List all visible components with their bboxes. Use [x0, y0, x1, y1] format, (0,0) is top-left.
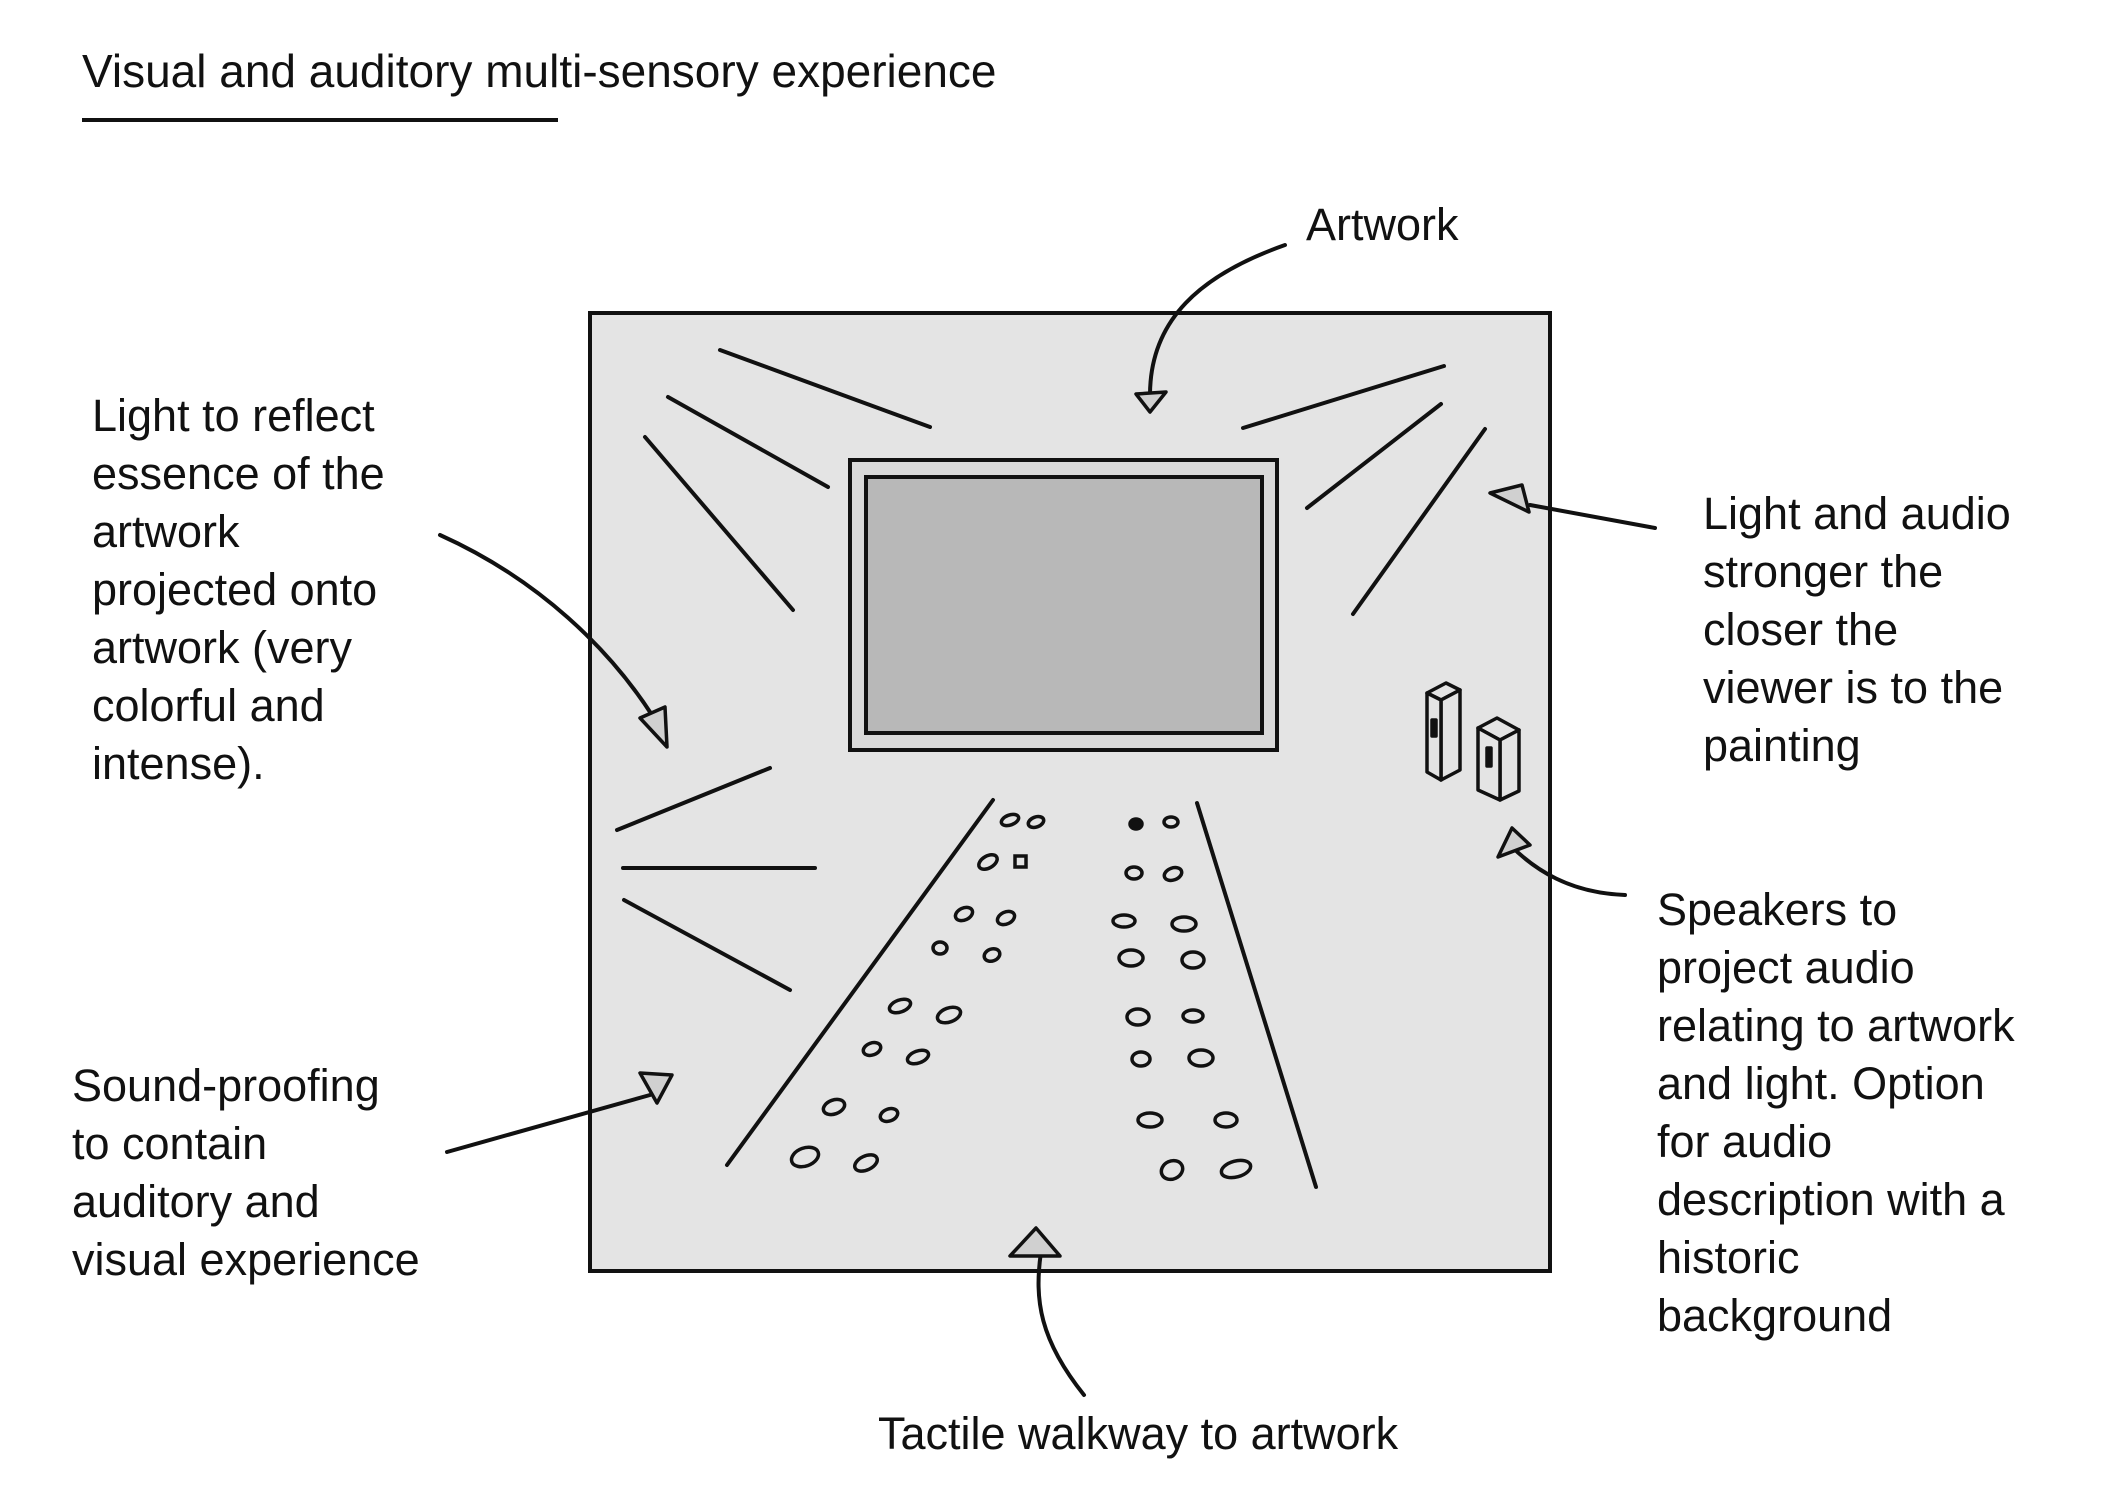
- arrowhead-artwork: [1134, 390, 1168, 414]
- arrowhead-walkway: [1008, 1226, 1062, 1258]
- arrow-walkway: [1036, 1250, 1086, 1397]
- arrow-light-audio: [1528, 503, 1657, 530]
- label-soundproofing: Sound-proofing to contain auditory and v…: [72, 1060, 420, 1285]
- arrowhead-soundproofing: [638, 1071, 674, 1105]
- arrowhead-speakers: [1496, 826, 1532, 859]
- diagram-title: Visual and auditory multi-sensory experi…: [82, 45, 997, 97]
- arrow-light-reflect: [438, 533, 654, 717]
- light-rays-upper-right: [1241, 364, 1487, 616]
- label-light-audio: Light and audio stronger the closer the …: [1703, 488, 2011, 771]
- speaker-left: [1425, 681, 1462, 782]
- room-outline: [588, 311, 1552, 1273]
- title-underline: [82, 118, 558, 122]
- walkway-edges: [725, 798, 1318, 1189]
- arrow-speakers: [1508, 843, 1627, 897]
- artwork-canvas: [864, 475, 1264, 735]
- label-light-reflect: Light to reflect essence of the artwork …: [92, 390, 385, 789]
- walkway-tactile-bumps: [789, 812, 1253, 1182]
- arrowhead-light-audio: [1488, 483, 1531, 514]
- arrow-soundproofing: [445, 1093, 652, 1154]
- speaker-right: [1476, 716, 1521, 802]
- arrow-artwork: [1148, 243, 1287, 397]
- label-artwork: Artwork: [1306, 199, 1459, 250]
- light-rays-left: [615, 766, 817, 992]
- label-walkway: Tactile walkway to artwork: [878, 1408, 1399, 1459]
- label-speakers: Speakers to project audio relating to ar…: [1657, 884, 2015, 1341]
- light-rays-upper-left: [643, 348, 932, 612]
- arrowhead-light-reflect: [638, 705, 669, 749]
